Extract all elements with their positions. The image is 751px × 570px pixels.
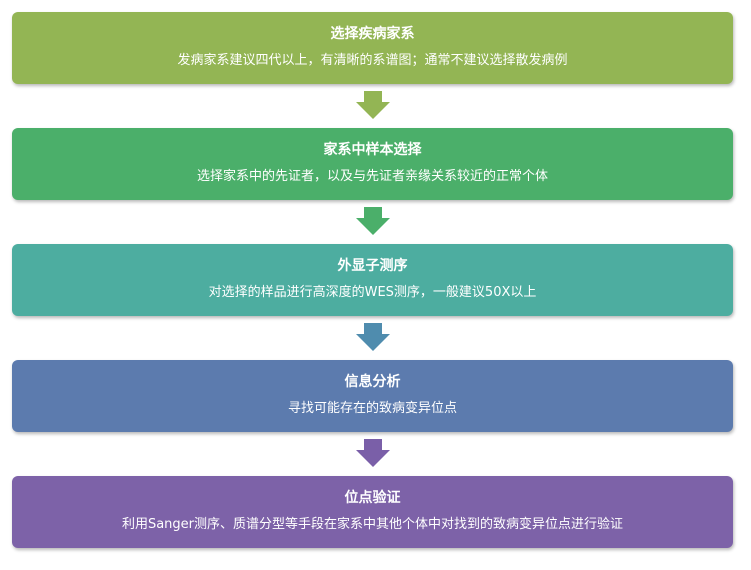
step-description: 发病家系建议四代以上，有清晰的系谱图；通常不建议选择散发病例 [177,53,568,68]
step-sample-selection: 家系中样本选择 选择家系中的先证者，以及与先证者亲缘关系较近的正常个体 [12,128,733,200]
step-title: 位点验证 [344,490,401,506]
step-exome-sequencing: 外显子测序 对选择的样品进行高深度的WES测序，一般建议50X以上 [12,244,733,316]
step-description: 利用Sanger测序、质谱分型等手段在家系中其他个体中对找到的致病变异位点进行验… [121,517,624,532]
step-description: 寻找可能存在的致病变异位点 [287,401,457,416]
step-info-analysis: 信息分析 寻找可能存在的致病变异位点 [12,360,733,432]
down-arrow-icon [356,91,390,119]
step-title: 信息分析 [344,374,401,390]
step-select-family: 选择疾病家系 发病家系建议四代以上，有清晰的系谱图；通常不建议选择散发病例 [12,12,733,84]
step-title: 家系中样本选择 [323,142,422,158]
down-arrow-icon [356,439,390,467]
down-arrow-icon [356,323,390,351]
step-title: 选择疾病家系 [330,26,415,42]
down-arrow-icon [356,207,390,235]
step-title: 外显子测序 [337,258,408,274]
step-site-validation: 位点验证 利用Sanger测序、质谱分型等手段在家系中其他个体中对找到的致病变异… [12,476,733,548]
step-description: 对选择的样品进行高深度的WES测序，一般建议50X以上 [208,285,537,300]
step-description: 选择家系中的先证者，以及与先证者亲缘关系较近的正常个体 [196,169,548,184]
